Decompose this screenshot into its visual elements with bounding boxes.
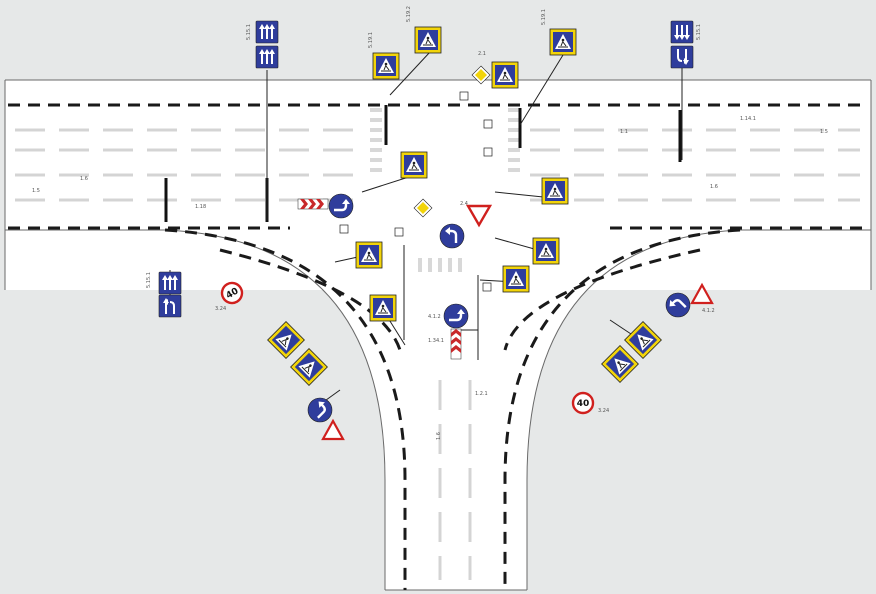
sign-code: 3.24 xyxy=(598,408,609,414)
lane-direction-sign xyxy=(255,45,279,69)
lane-direction-sign xyxy=(255,20,279,44)
crossing-sign xyxy=(532,237,560,265)
turn-sign xyxy=(442,302,470,330)
turn-sign xyxy=(659,286,697,324)
sign-code: 1.34.1 xyxy=(428,338,444,344)
crossing-sign xyxy=(290,348,328,386)
crossing-sign xyxy=(414,26,442,54)
edge-markings xyxy=(8,103,868,590)
speed-limit-value: 40 xyxy=(577,399,590,409)
marking-code: 1.6 xyxy=(710,184,718,190)
turn-sign xyxy=(327,192,355,220)
sign-code: 5.19.1 xyxy=(368,32,374,48)
sign-code: 5.19.2 xyxy=(406,6,412,22)
marking-code: 1.5 xyxy=(32,188,40,194)
crossing-sign xyxy=(601,345,639,383)
sign-code-labels: 5.15.1 5.15.1 5.19.1 5.19.2 5.19.1 2.1 2… xyxy=(32,6,828,440)
marking-code: 1.6 xyxy=(436,432,442,440)
sign-code: 2.4 xyxy=(460,201,468,207)
crossing-sign xyxy=(541,177,569,205)
chevron-board xyxy=(297,198,329,210)
marking-code: 1.18 xyxy=(195,204,206,210)
sign-code: 5.15.1 xyxy=(696,24,702,40)
turn-lane-sign xyxy=(670,45,694,69)
marking-code: 1.14.1 xyxy=(740,116,756,122)
signal-heads xyxy=(339,91,493,292)
chevron-board xyxy=(450,328,462,360)
speed-limit-sign-right: 40 xyxy=(571,391,595,415)
crossing-sign xyxy=(502,265,530,293)
marking-code: 1.5 xyxy=(820,129,828,135)
road-surface xyxy=(5,80,871,590)
crossing-sign xyxy=(400,151,428,179)
sign-code: 5.19.1 xyxy=(541,9,547,25)
pedestrian-crossings xyxy=(370,108,520,272)
crossing-sign xyxy=(372,52,400,80)
crossing-sign xyxy=(369,294,397,322)
sign-code: 4.1.2 xyxy=(702,308,715,314)
crossing-sign xyxy=(624,321,662,359)
crossing-sign xyxy=(267,321,305,359)
turn-lane-sign xyxy=(158,294,182,318)
sign-code: 5.15.1 xyxy=(246,24,252,40)
marking-code: 1.2.1 xyxy=(475,391,488,397)
give-way-sign xyxy=(321,419,345,441)
lane-markings xyxy=(15,128,860,580)
crossing-sign xyxy=(491,61,519,89)
sign-code: 2.1 xyxy=(478,51,486,57)
lane-direction-sign xyxy=(158,271,182,295)
marking-code: 1.6 xyxy=(80,176,88,182)
sign-code: 3.24 xyxy=(215,306,226,312)
sign-code: 4.1.2 xyxy=(428,314,441,320)
turn-sign xyxy=(438,222,466,250)
lane-direction-sign xyxy=(670,20,694,44)
crossing-sign xyxy=(549,28,577,56)
crossing-sign xyxy=(355,241,383,269)
sign-code: 5.15.1 xyxy=(146,272,152,288)
speed-limit-sign-left: 40 xyxy=(217,278,247,308)
marking-code: 1.1 xyxy=(620,129,628,135)
